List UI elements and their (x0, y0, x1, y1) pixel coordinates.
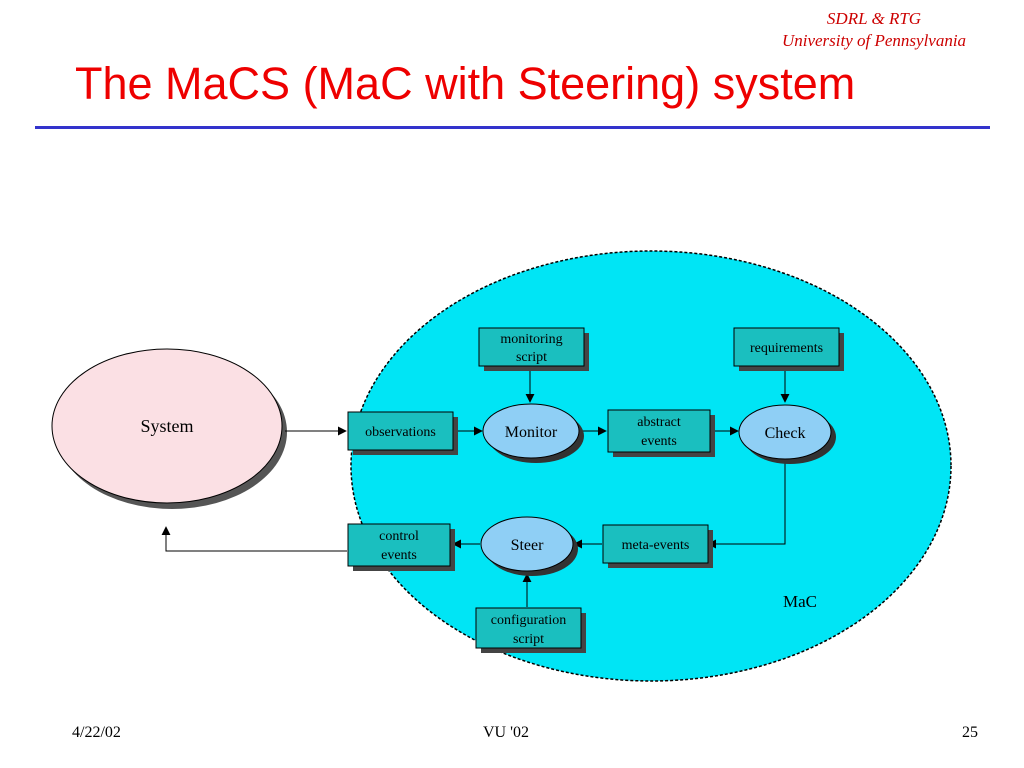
affiliation-line-1: SDRL & RTG (826, 9, 922, 28)
system-ellipse (51, 348, 283, 504)
node-label-line: configuration (491, 613, 566, 628)
node-control-events: control events (347, 523, 455, 571)
process-check: Check (738, 404, 836, 464)
system-label: System (140, 416, 193, 436)
process-label: Check (765, 425, 806, 442)
node-label-line: requirements (750, 341, 823, 356)
footer-venue: VU '02 (483, 724, 529, 741)
arrow-control-events-to-system (161, 526, 347, 552)
node-label-line: monitoring (500, 332, 562, 347)
footer-date: 4/22/02 (72, 724, 121, 741)
process-label: Steer (511, 537, 545, 554)
arrow-check-to-meta-events (707, 462, 786, 549)
process-ellipse (738, 404, 832, 460)
node-box (475, 607, 582, 649)
process-ellipse (482, 403, 580, 459)
node-label-line: script (516, 350, 547, 365)
node-requirements: requirements (733, 327, 844, 371)
node-label-line: observations (365, 425, 436, 440)
process-monitor: Monitor (482, 403, 584, 463)
node-observations: observations (347, 411, 458, 455)
node-label-line: events (381, 548, 417, 563)
node-meta-events: meta-events (602, 524, 713, 568)
slide-title: The MaCS (MaC with Steering) system (75, 58, 856, 109)
process-ellipse (480, 516, 574, 572)
node-box (347, 411, 454, 451)
process-label: Monitor (505, 424, 558, 441)
title-divider (35, 126, 990, 129)
process-steer: Steer (480, 516, 578, 576)
node-label-line: events (641, 434, 677, 449)
node-label-line: meta-events (622, 538, 690, 553)
node-label-line: control (379, 529, 419, 544)
node-configuration-script: configuration script (475, 607, 586, 653)
node-box (607, 409, 711, 453)
node-box (733, 327, 840, 367)
node-label-line: abstract (637, 415, 681, 430)
node-box (478, 327, 585, 367)
footer-page-number: 25 (962, 724, 978, 741)
node-box (602, 524, 709, 564)
node-label-line: script (513, 632, 544, 647)
node-box (347, 523, 451, 567)
affiliation-line-2: University of Pennsylvania (781, 31, 967, 50)
mac-ellipse (350, 250, 952, 682)
node-abstract-events: abstract events (607, 409, 715, 457)
macs-diagram: MaC System monitoring script requirement… (33, 212, 991, 707)
affiliation: SDRL & RTG University of Pennsylvania (724, 8, 1024, 52)
mac-label: MaC (783, 592, 817, 611)
node-monitoring-script: monitoring script (478, 327, 589, 371)
